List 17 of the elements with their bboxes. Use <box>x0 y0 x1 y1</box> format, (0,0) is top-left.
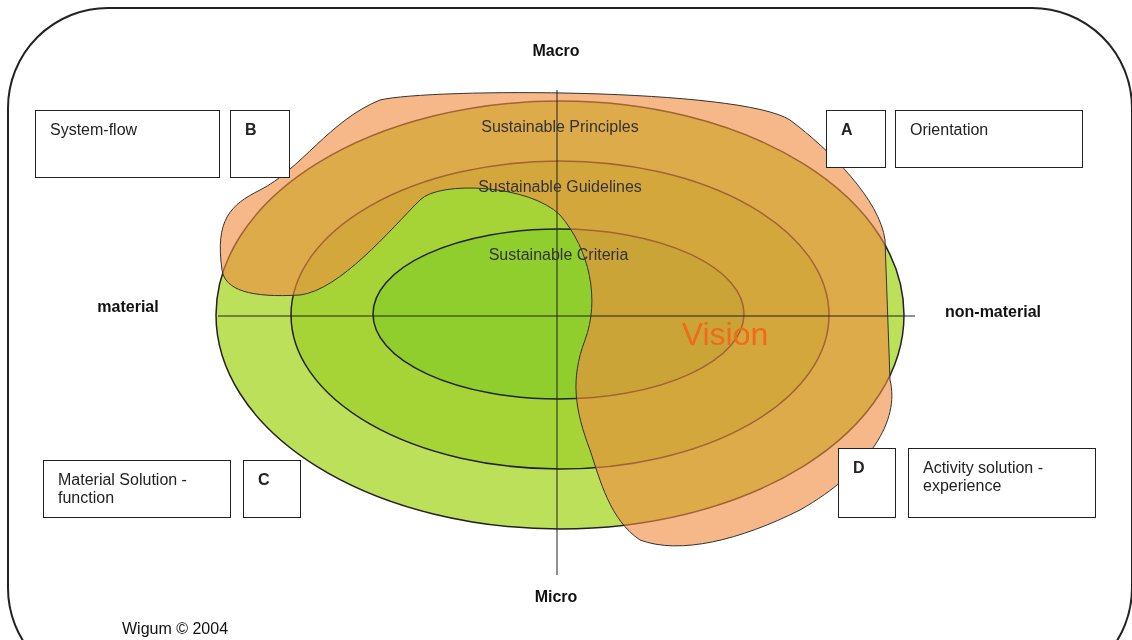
text-box: Material Solution -function <box>43 460 231 518</box>
text-box: Orientation <box>895 110 1083 168</box>
axis-label: non-material <box>945 303 1041 321</box>
axis-label: material <box>97 298 159 316</box>
letter-box: C <box>243 460 301 518</box>
zone-label: Sustainable Guidelines <box>478 178 642 196</box>
vision-label: Vision <box>681 316 769 353</box>
letter-box: B <box>230 110 290 178</box>
credit-text: Wigum © 2004 <box>121 620 229 638</box>
zone-label: Sustainable Principles <box>481 118 639 136</box>
letter-box: A <box>826 110 886 168</box>
axis-label: Macro <box>532 42 580 60</box>
axis-label: Micro <box>534 588 578 606</box>
ellipse-zone <box>290 160 830 470</box>
text-box: System-flow <box>35 110 220 178</box>
letter-box: D <box>838 448 896 518</box>
text-box: Activity solution -experience <box>908 448 1096 518</box>
